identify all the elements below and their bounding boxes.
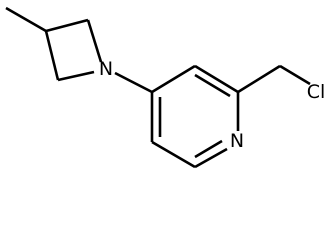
azetidine-bond-c2-n [86,19,103,63]
carbon-chlorine-bond [279,64,311,86]
azetidine-bond-c3-c2 [45,18,89,33]
azetidine-ring [44,18,103,82]
pyridine-bond-c3-c2 [194,64,239,94]
pyridine-double-bond-n-c6 [194,139,223,159]
pyridine-nitrogen-label: N [230,130,244,152]
chloromethyl-bond [237,64,281,94]
azetidine-bond-n-c4 [57,70,95,82]
azetidine-nitrogen-label: N [99,58,113,80]
chemical-structure: N N Cl [5,6,326,169]
pyridine-ring [150,64,240,169]
azetidine-bond-c4-c3 [44,30,60,81]
pyridine-double-bond-c3-c2 [194,73,231,98]
pyridine-bond-c4-c3 [151,64,196,94]
pyridine-bond-n-c6 [194,147,228,169]
methyl-bond [5,6,47,33]
azetidine-pyridine-bond [114,71,153,94]
chlorine-label: Cl [307,81,326,103]
pyridine-bond-c6-c5 [151,140,196,169]
